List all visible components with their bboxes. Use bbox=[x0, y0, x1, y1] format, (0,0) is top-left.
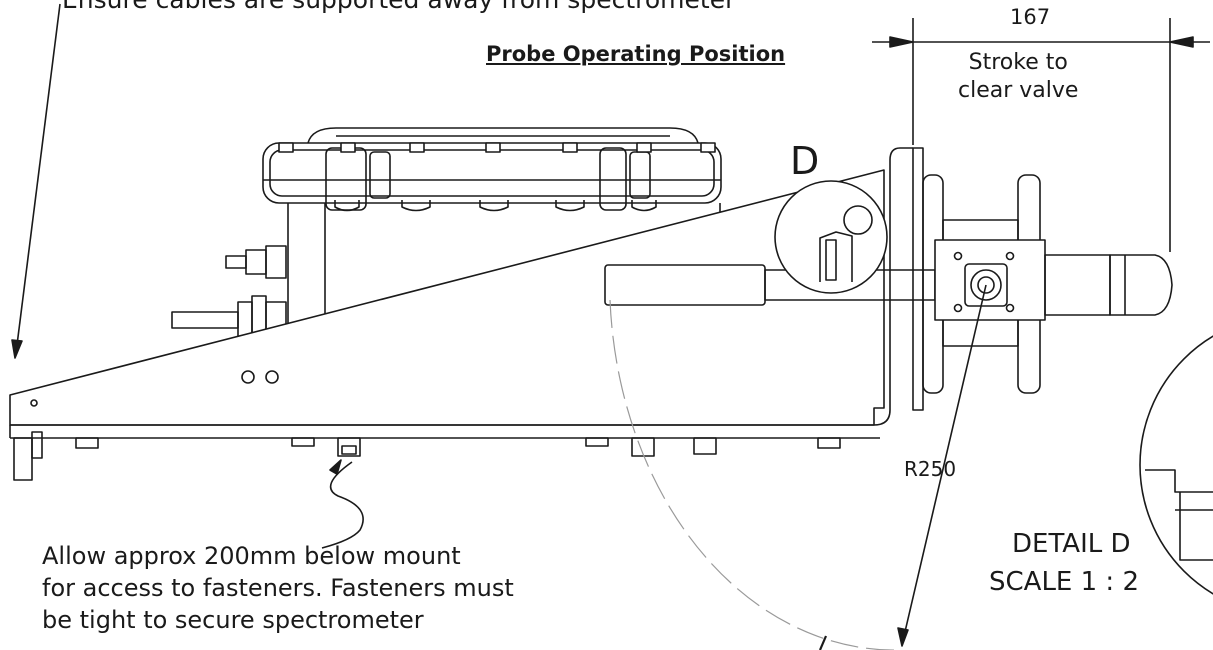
cable-support-note: Ensure cables are supported away from sp… bbox=[62, 0, 735, 15]
valve-flange bbox=[912, 147, 1046, 411]
fastener-access-note: Allow approx 200mm below mount for acces… bbox=[42, 542, 514, 635]
dimension-value: 167 bbox=[1010, 5, 1051, 29]
leader-bottom-note bbox=[321, 459, 364, 549]
section-title: Probe Operating Position bbox=[486, 42, 786, 66]
detail-view-name: DETAIL D bbox=[1012, 529, 1131, 559]
top-fasteners bbox=[278, 142, 716, 153]
radius-r250 bbox=[609, 284, 987, 650]
detail-callout-circle bbox=[774, 180, 888, 294]
detail-callout-letter: D bbox=[790, 139, 820, 183]
detail-view-circle bbox=[1139, 335, 1213, 595]
leader-top-note bbox=[11, 3, 61, 359]
radius-label: R250 bbox=[904, 457, 957, 481]
body-clamps bbox=[334, 200, 657, 212]
dimension-167 bbox=[872, 18, 1210, 252]
detail-view-scale: SCALE 1 : 2 bbox=[989, 567, 1139, 597]
mounting-bracket bbox=[9, 147, 913, 439]
probe-tip bbox=[1044, 254, 1173, 316]
dimension-description: Stroke to clear valve bbox=[958, 50, 1079, 103]
bottom-fasteners bbox=[13, 431, 841, 481]
cable-connectors bbox=[171, 245, 287, 345]
